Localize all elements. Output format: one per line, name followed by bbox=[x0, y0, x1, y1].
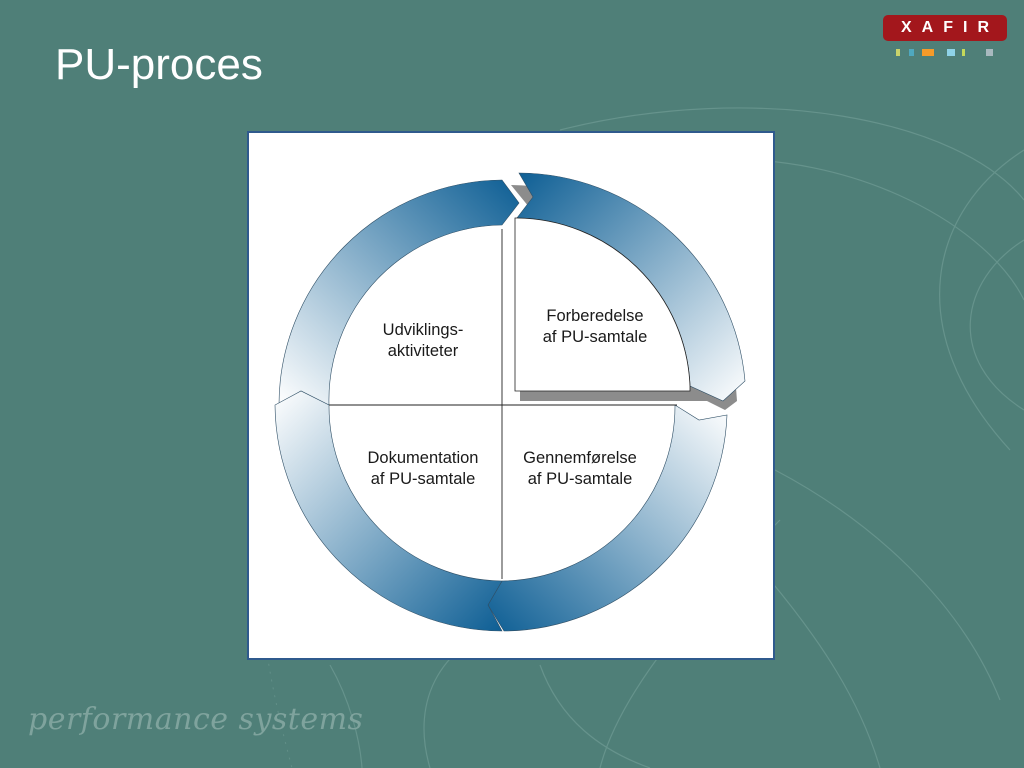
logo-mark bbox=[962, 49, 965, 56]
logo-color-marks bbox=[896, 49, 996, 57]
label-line: af PU-samtale bbox=[542, 328, 648, 346]
cycle-arrow-top-left bbox=[278, 179, 520, 406]
logo-mark bbox=[986, 49, 993, 56]
label-line: aktiviteter bbox=[387, 342, 459, 360]
label-line: af PU-samtale bbox=[527, 470, 633, 488]
label-udviklingsaktiviteter: Udviklings- aktiviteter bbox=[343, 320, 503, 362]
quadrant-top-right-panel bbox=[514, 217, 691, 392]
label-forberedelse: Forberedelse af PU-samtale bbox=[515, 306, 675, 348]
logo-mark bbox=[896, 49, 900, 56]
label-line: Forberedelse bbox=[546, 307, 644, 325]
label-line: af PU-samtale bbox=[370, 470, 476, 488]
logo-mark bbox=[909, 49, 914, 56]
footer-tagline: performance systems bbox=[28, 702, 364, 737]
slide-title: PU-proces bbox=[55, 40, 263, 89]
label-line: Gennemførelse bbox=[523, 449, 637, 467]
label-line: Udviklings- bbox=[382, 321, 464, 339]
logo-mark bbox=[922, 49, 934, 56]
label-dokumentation: Dokumentation af PU-samtale bbox=[343, 448, 503, 490]
cycle-arrow-bottom-right bbox=[487, 404, 728, 632]
logo-mark bbox=[947, 49, 955, 56]
process-diagram: Udviklings- aktiviteter Forberedelse af … bbox=[247, 131, 775, 660]
cycle-arrow-bottom-left bbox=[274, 390, 503, 632]
process-cycle-svg bbox=[274, 172, 746, 632]
label-line: Dokumentation bbox=[367, 449, 479, 467]
label-gennemforelse: Gennemførelse af PU-samtale bbox=[500, 448, 660, 490]
logo-text: XAFIR bbox=[901, 19, 999, 36]
xafir-logo: XAFIR bbox=[883, 15, 1007, 41]
